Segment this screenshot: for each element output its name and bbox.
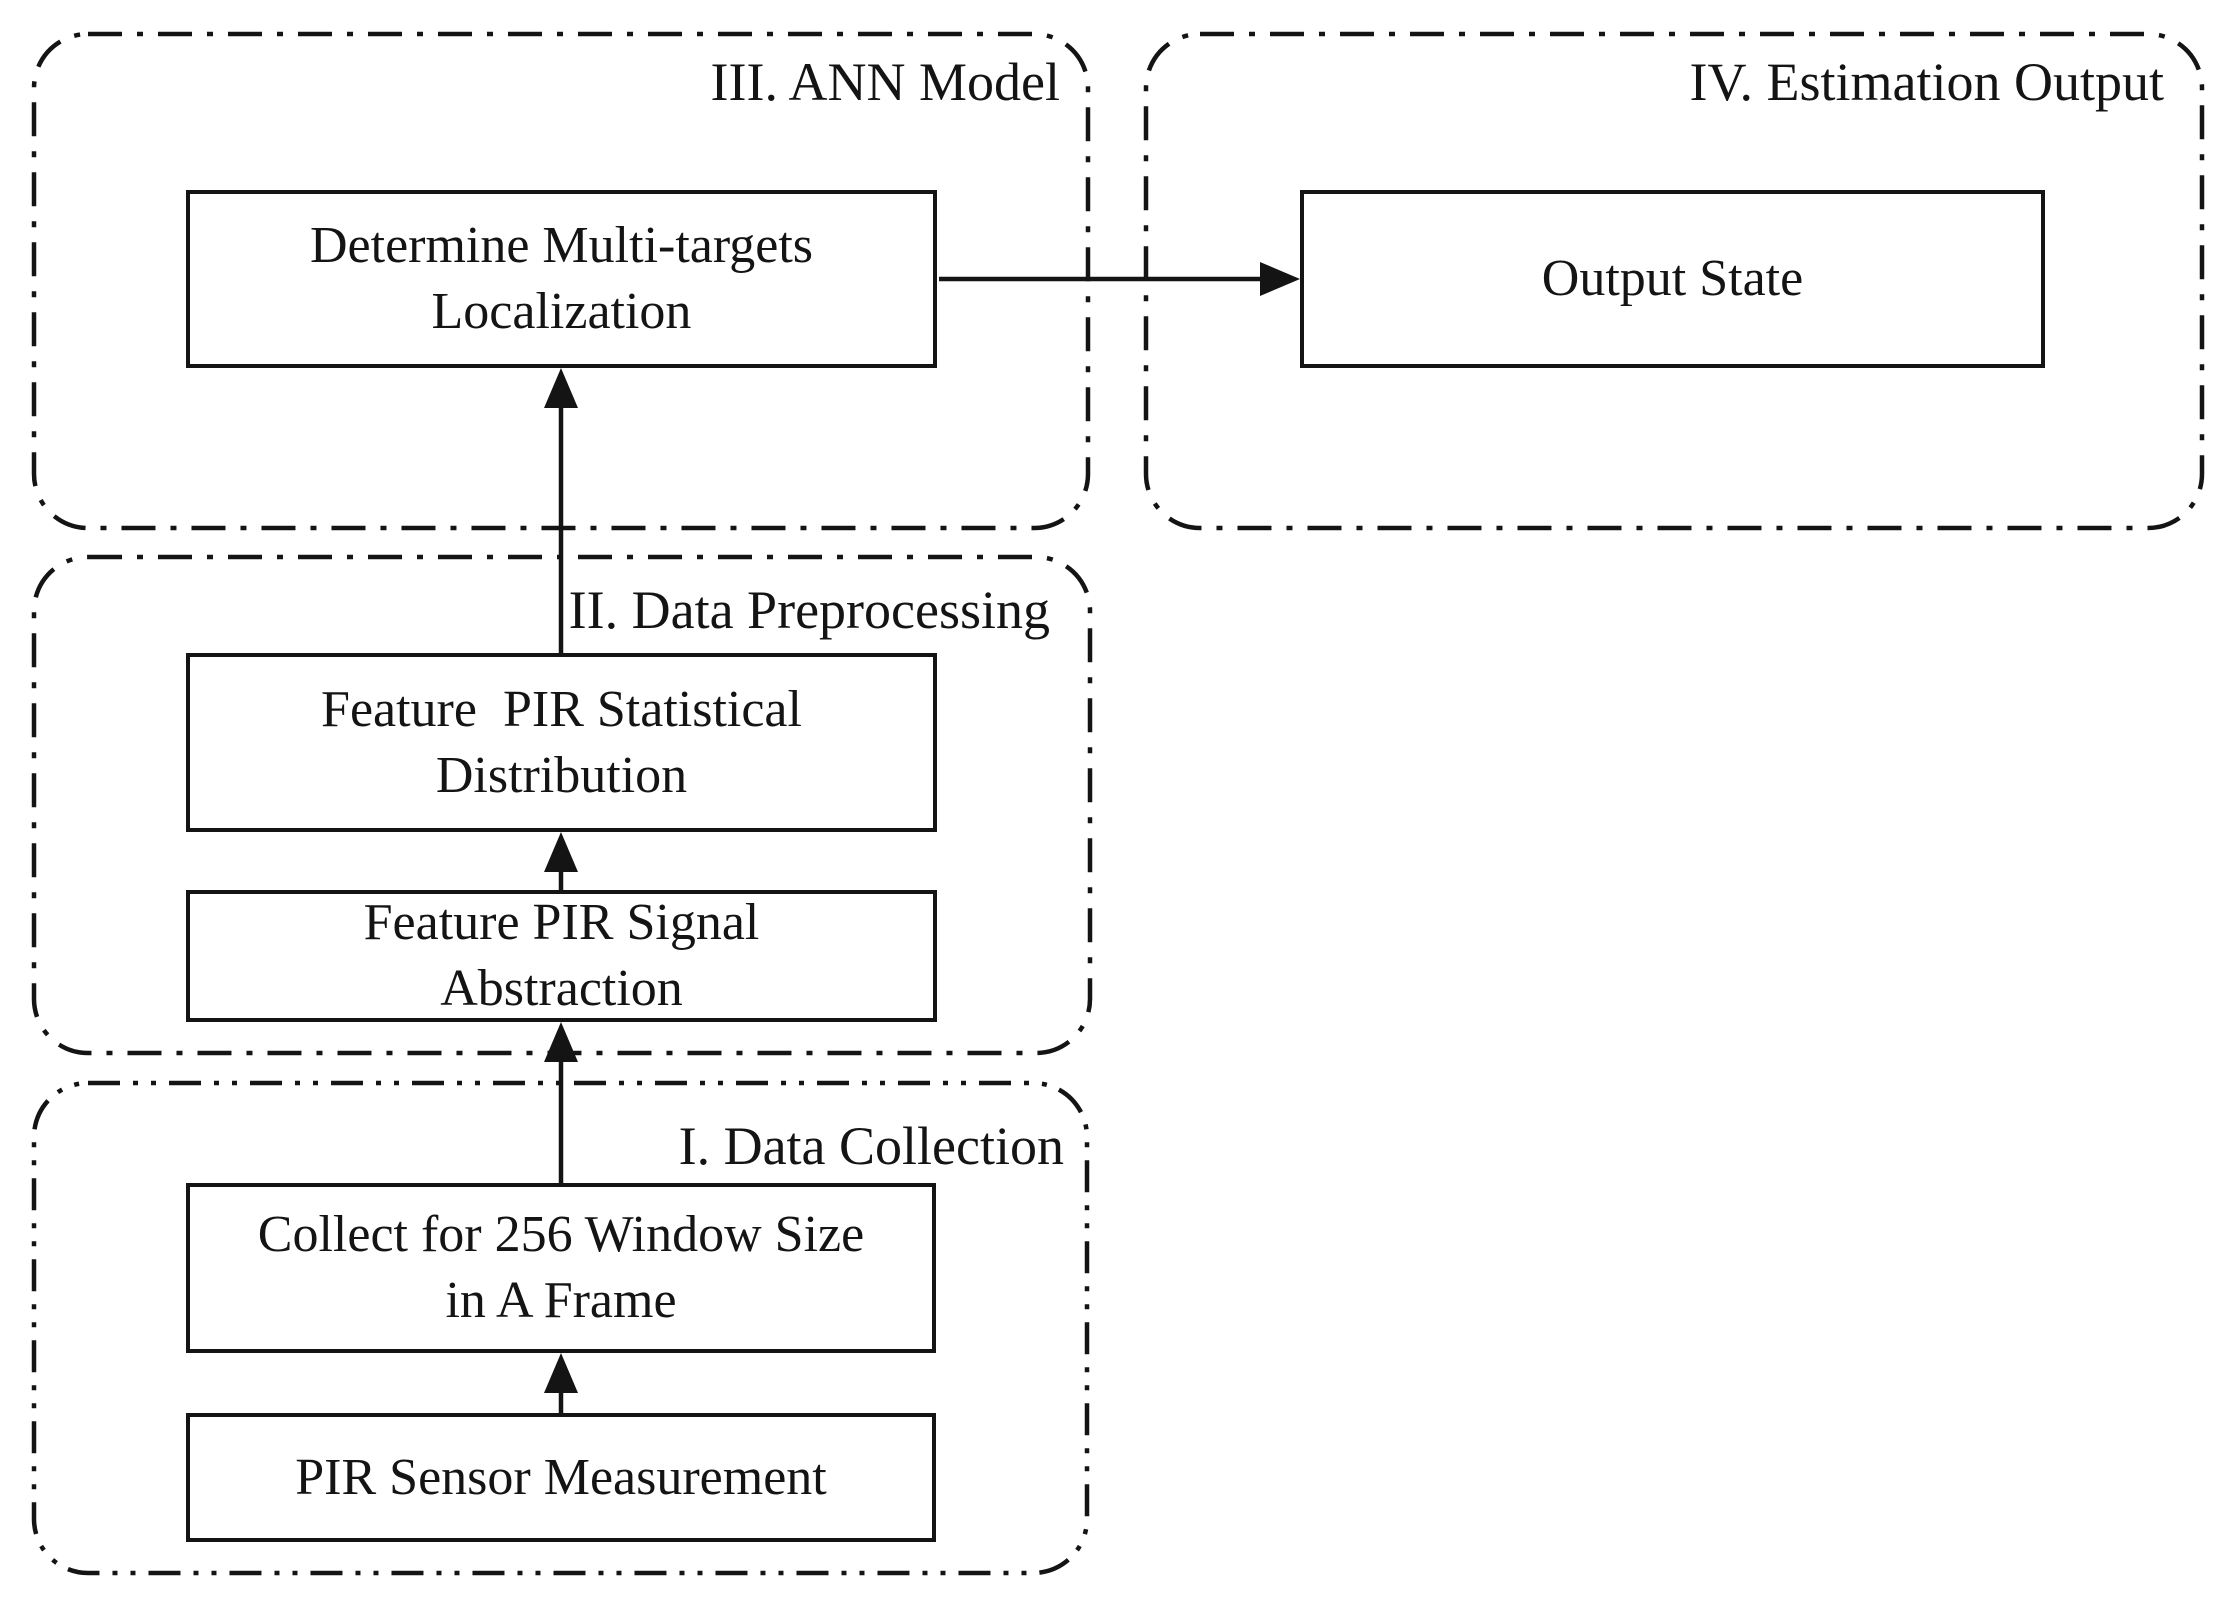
edge-pir-to-collect bbox=[544, 1353, 578, 1413]
node-feature-pir-signal-abstraction: Feature PIR Signal Abstraction bbox=[186, 890, 937, 1022]
node-label: Determine Multi-targets Localization bbox=[309, 217, 813, 340]
arrowhead-up-icon bbox=[544, 1022, 578, 1062]
group-label-data-preprocessing: II. Data Preprocessing bbox=[568, 580, 1050, 640]
node-collect-256-window-size: Collect for 256 Window Size in A Frame bbox=[186, 1183, 936, 1353]
group-label-ann-model: III. ANN Model bbox=[710, 52, 1060, 112]
group-label-data-collection: I. Data Collection bbox=[678, 1116, 1064, 1176]
edge-determine-to-output bbox=[939, 262, 1300, 296]
node-pir-sensor-measurement: PIR Sensor Measurement bbox=[186, 1413, 936, 1542]
group-estimation-output-border bbox=[1143, 31, 2205, 531]
node-label: PIR Sensor Measurement bbox=[295, 1448, 827, 1506]
node-label: Feature PIR Signal Abstraction bbox=[363, 894, 760, 1017]
node-determine-multi-targets-localization: Determine Multi-targets Localization bbox=[186, 190, 937, 368]
node-label: Feature PIR Statistical Distribution bbox=[321, 680, 802, 804]
arrowhead-up-icon bbox=[544, 832, 578, 872]
edge-collect-to-signal bbox=[544, 1022, 578, 1183]
edge-signal-to-statistical bbox=[544, 832, 578, 890]
edge-statistical-to-determine bbox=[544, 368, 578, 653]
arrowhead-up-icon bbox=[544, 1353, 578, 1393]
node-feature-pir-statistical-distribution: Feature PIR Statistical Distribution bbox=[186, 653, 937, 832]
node-label: Collect for 256 Window Size in A Frame bbox=[257, 1206, 865, 1329]
group-label-estimation-output: IV. Estimation Output bbox=[1689, 52, 2164, 112]
arrowhead-right-icon bbox=[1260, 262, 1300, 296]
node-label: Output State bbox=[1541, 250, 1804, 308]
arrowhead-up-icon bbox=[544, 368, 578, 408]
node-output-state: Output State bbox=[1300, 190, 2045, 368]
